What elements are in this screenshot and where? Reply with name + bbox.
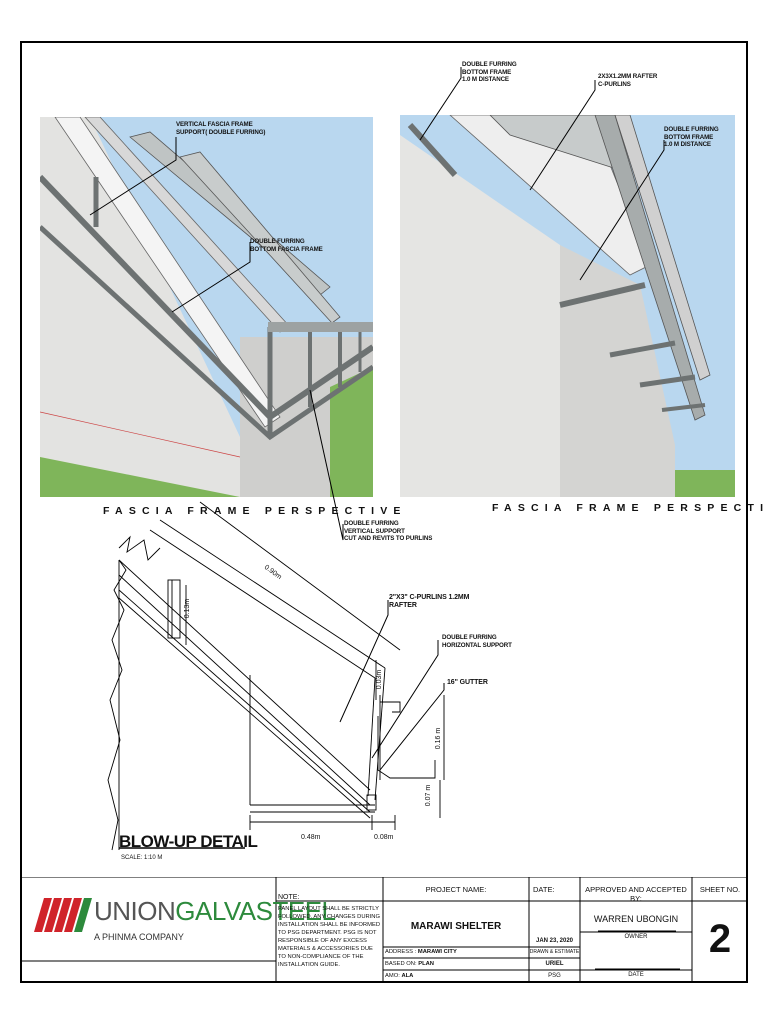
drawn-by: URIEL [545, 961, 564, 967]
dimension-016: 0.16 m [435, 727, 443, 750]
based-on-value: PLAN [418, 961, 434, 967]
dimension-013: 0.13m [184, 598, 192, 619]
drawn-estimate-label: DRAWN & ESTIMATE [529, 949, 580, 955]
label-gutter: 16" GUTTER [447, 679, 488, 686]
owner-label: OWNER [624, 934, 648, 940]
label-rafter-cpurlins: 2x3x1.2mm RAFTER C-PURLINS [598, 73, 658, 88]
scale-label: SCALE: 1:10 M [121, 855, 163, 861]
address-label: ADDRESS : [385, 949, 417, 955]
amo-label: AMO: [385, 973, 400, 979]
logo-union: UNION [94, 896, 176, 926]
company-logo-text: UNIONGALVASTEEL [94, 896, 336, 926]
logo-stripes-icon [34, 898, 92, 932]
date-label: DATE: [533, 885, 555, 894]
title-block: UNIONGALVASTEEL A PHINMA COMPANY NOTE: P… [20, 877, 748, 983]
project-name-label: PROJECT NAME: [425, 885, 487, 894]
title-block-grid [20, 877, 748, 983]
label-vertical-fascia: VERTICAL FASCIA FRAME SUPPORT( DOUBLE FU… [176, 121, 266, 136]
sheet-number: 2 [708, 917, 732, 961]
dimension-048: 0.48m [301, 834, 321, 841]
label-double-furring-bottom-fascia: DOUBLE FURRING BOTTOM FASCIA FRAME [250, 238, 323, 253]
label-vertical-support: DOUBLE FURRING VERTICAL SUPPORT CUT AND … [344, 520, 433, 542]
amo-value: ALA [401, 973, 414, 979]
perspective-caption-right: FASCIA FRAME PERSPECTIVE [492, 502, 768, 514]
approved-label: APPROVED AND ACCEPTED BY: [585, 885, 687, 903]
address-value: MARAWI CITY [417, 949, 457, 955]
right-perspective-view [400, 115, 735, 497]
label-cpurlins-rafter: 2"x3" C-PURLINS 1.2mm RAFTER [389, 594, 470, 609]
logo-subtitle: A PHINMA COMPANY [94, 932, 184, 942]
note-header: NOTE: [278, 894, 300, 901]
drawing-sheet [20, 41, 748, 983]
approver-name: WARREN UBONGIN [593, 914, 679, 924]
label-double-furring-bottom-frame: DOUBLE FURRING BOTTOM FRAME 1.0 M DISTAN… [462, 61, 517, 83]
blowup-detail-title: BLOW-UP DETAIL [119, 832, 258, 851]
perspective-caption-left: FASCIA FRAME PERSPECTIVE [103, 505, 407, 517]
project-name: MARAWI SHELTER [410, 921, 502, 932]
sheet-number-label: SHEET NO. [699, 885, 741, 894]
note-text: PANEL LAYOUT SHALL BE STRICTLY FOLLOWED.… [278, 906, 381, 968]
dimension-008: 0.08m [374, 834, 394, 841]
based-on-row: BASED ON: PLAN [385, 961, 434, 967]
address-row: ADDRESS : MARAWI CITY [385, 949, 457, 955]
date-signature-label: DATE [628, 972, 644, 978]
dimension-003: 0.03m [376, 669, 384, 690]
label-horizontal-support: DOUBLE FURRING HORIZONTAL SUPPORT [442, 634, 512, 649]
date-value: JAN 23, 2020 [535, 938, 574, 944]
logo-galvasteel: GALVASTEEL [175, 896, 336, 926]
based-on-label: BASED ON: [385, 961, 417, 967]
dimension-007: 0.07 m [425, 784, 433, 807]
label-double-furring-distance: DOUBLE FURRING BOTTOM FRAME 1.0 M DISTAN… [664, 126, 719, 148]
left-perspective-view [40, 117, 373, 497]
department: PSG [548, 973, 561, 979]
amo-row: AMO: ALA [385, 973, 413, 979]
